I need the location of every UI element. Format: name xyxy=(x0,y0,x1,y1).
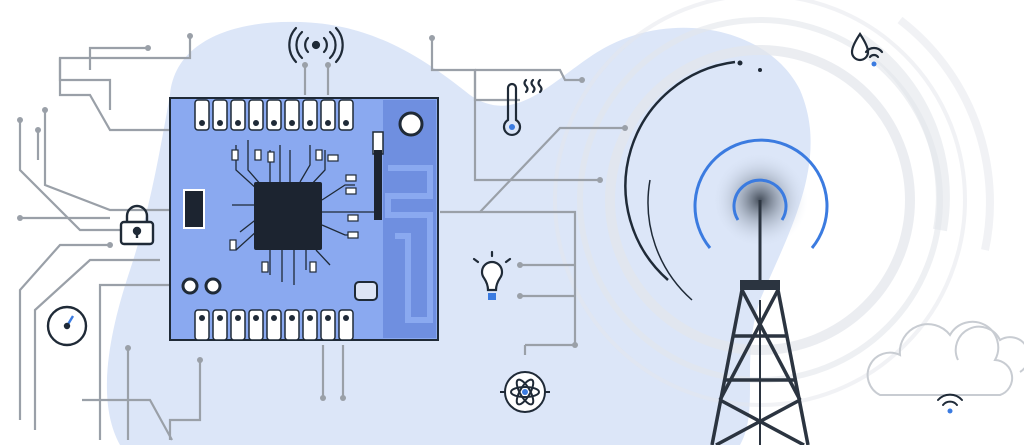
lightbulb-icon xyxy=(472,250,512,300)
circuit-traces-left xyxy=(18,36,202,441)
wifi-icon xyxy=(937,393,963,414)
iot-module-board xyxy=(169,97,439,341)
circuit-traces-right xyxy=(303,38,625,398)
radio-tower-icon xyxy=(624,60,829,445)
wifi-broadcast-icon xyxy=(288,26,344,64)
trace-nodes-right xyxy=(302,35,628,401)
cloud-icon xyxy=(866,320,1024,396)
atom-icon xyxy=(500,371,550,413)
microchip-icon xyxy=(254,182,322,250)
thermometer-icon xyxy=(502,78,543,137)
water-drop-wifi-icon xyxy=(850,32,884,67)
lock-icon xyxy=(119,204,155,246)
mounting-hole xyxy=(398,111,424,137)
gauge-icon xyxy=(46,305,88,347)
pin-header-top xyxy=(194,99,354,131)
pin-header-bottom xyxy=(194,309,354,341)
trace-nodes-left xyxy=(17,33,203,363)
